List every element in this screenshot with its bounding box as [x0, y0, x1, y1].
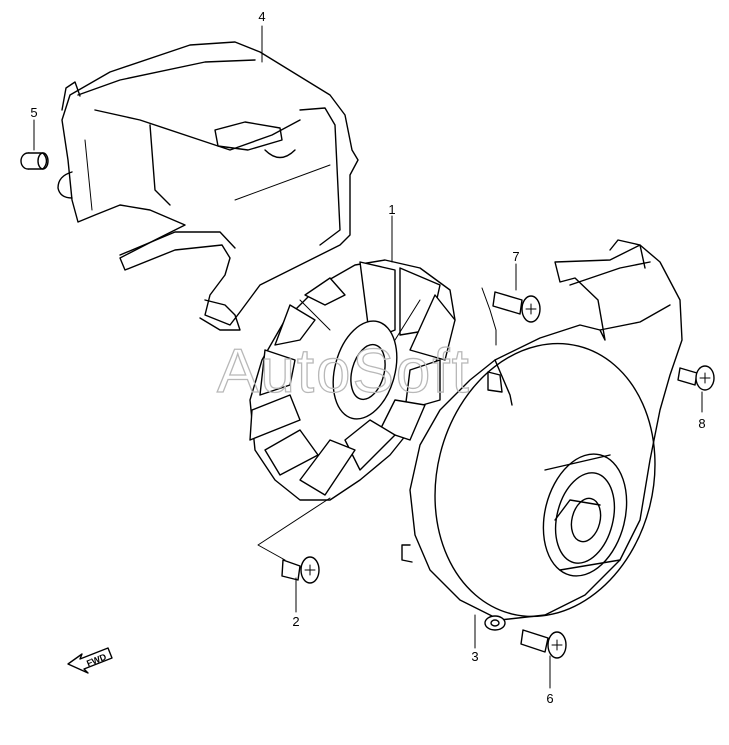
cooling-fan-part[interactable] [249, 259, 456, 501]
callout-2: 2 [292, 614, 299, 629]
grommet-part[interactable] [20, 152, 49, 170]
upper-shroud-part[interactable] [57, 41, 359, 331]
callout-8: 8 [698, 416, 705, 431]
bolt-8[interactable] [677, 365, 715, 391]
watermark-text: AutoSoft [217, 337, 471, 406]
fwd-label: FWD [85, 651, 108, 668]
callout-7: 7 [512, 249, 519, 264]
callout-6: 6 [546, 691, 553, 706]
callout-1: 1 [388, 202, 395, 217]
forward-direction-arrow: FWD [67, 647, 113, 674]
callout-labels: 4 5 1 7 8 2 3 6 [30, 9, 705, 706]
bolt-7[interactable] [492, 291, 541, 323]
callout-5: 5 [30, 105, 37, 120]
leader-lines [33, 25, 703, 689]
bolt-2[interactable] [281, 556, 320, 584]
bolt-6[interactable] [520, 629, 567, 659]
fan-housing-part[interactable] [401, 239, 683, 640]
callout-3: 3 [471, 649, 478, 664]
callout-4: 4 [258, 9, 265, 24]
